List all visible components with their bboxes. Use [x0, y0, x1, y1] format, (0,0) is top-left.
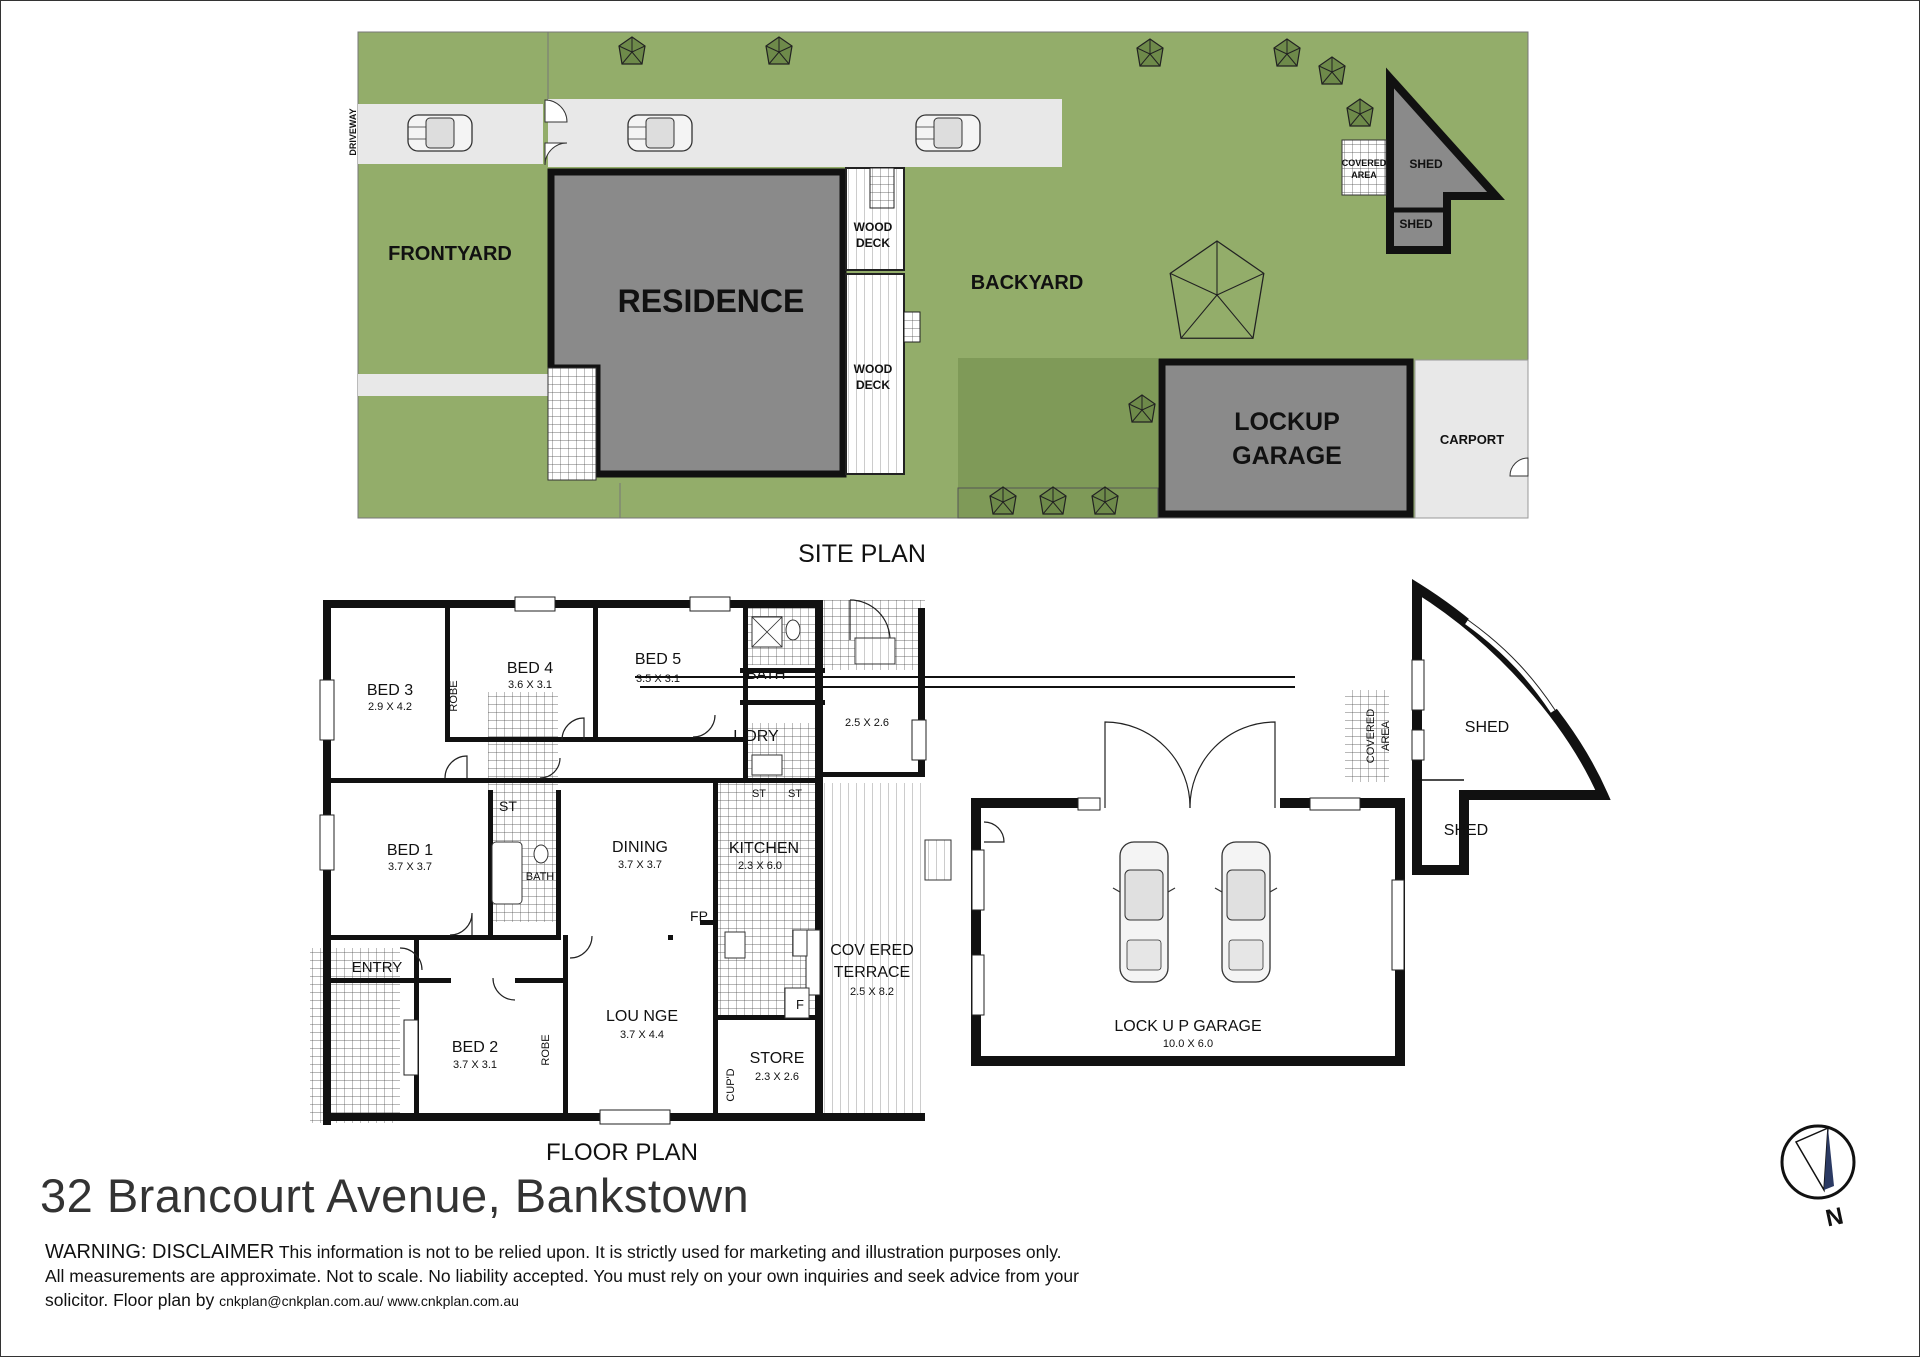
floor-plan: BED 3 2.9 X 4.2 BED 4 3.6 X 3.1 BED 5 3.… [310, 578, 1611, 1166]
terrace-name-1: COV ERED [830, 942, 914, 959]
frontyard-label: FRONTYARD [388, 243, 512, 265]
bed3-dims: 2.9 X 4.2 [368, 701, 412, 713]
shed-label-2: SHED [1399, 217, 1433, 231]
wood-deck-1-label: WOOD [854, 220, 893, 234]
bath2-name: BATH [526, 871, 555, 883]
store-dims: 2.3 X 2.6 [755, 1071, 799, 1083]
disclaimer-credit: cnkplan@cnkplan.com.au/ www.cnkplan.com.… [219, 1293, 519, 1309]
wood-deck-2b-label: DECK [856, 378, 890, 392]
cupd-name: CUP'D [725, 1068, 737, 1101]
st1-name: ST [499, 798, 517, 814]
disclaimer-line-3: solicitor. Floor plan by [45, 1290, 220, 1310]
bed5-name: BED 5 [635, 651, 681, 668]
site-plan-title: SITE PLAN [798, 540, 926, 568]
dining-name: DINING [612, 839, 668, 856]
floor-plan-title: FLOOR PLAN [546, 1139, 698, 1166]
terrace-boards [823, 783, 925, 1113]
bed2-dims: 3.7 X 3.1 [453, 1059, 497, 1071]
robe2-name: ROBE [540, 1034, 552, 1065]
store-name: STORE [750, 1050, 805, 1067]
backyard-label: BACKYARD [971, 272, 1084, 294]
disclaimer-line-2: All measurements are approximate. Not to… [45, 1266, 1079, 1286]
fridge-name: F [796, 997, 804, 1012]
bed4-dims: 3.6 X 3.1 [508, 679, 552, 691]
doors [399, 599, 891, 1001]
bed3-name: BED 3 [367, 682, 413, 699]
rear-room-dims: 2.5 X 2.6 [845, 717, 889, 729]
site-plan: DRIVEWAY FRONTYARD RESIDENCE WOOD DECK W… [348, 31, 1529, 568]
dining-dims: 3.7 X 3.7 [618, 859, 662, 871]
lockup-label-2: GARAGE [1232, 442, 1342, 470]
st2-name: ST [752, 788, 766, 800]
laundry-name: L'DRY [733, 728, 779, 745]
bed4-name: BED 4 [507, 660, 553, 677]
disclaimer-heading: WARNING: DISCLAIMER [45, 1241, 275, 1263]
bed2-name: BED 2 [452, 1039, 498, 1056]
bed1-name: BED 1 [387, 842, 433, 859]
covered-area-name-1: COVERED [1365, 709, 1377, 763]
lockup-label-1: LOCKUP [1234, 408, 1340, 436]
fp-name: FP [690, 908, 708, 924]
side-path [358, 374, 548, 396]
property-address: 32 Brancourt Avenue, Bankstown [40, 1169, 750, 1222]
carport-area [1414, 359, 1529, 519]
robe1-name: ROBE [448, 680, 460, 711]
windows [319, 596, 927, 1125]
bed1-dims: 3.7 X 3.7 [388, 861, 432, 873]
lounge-dims: 3.7 X 4.4 [620, 1029, 664, 1041]
covered-area-name-2: AREA [1380, 720, 1392, 751]
shed-label-1: SHED [1409, 157, 1443, 171]
driveway-rear [548, 99, 1062, 167]
kitchen-name: KITCHEN [729, 840, 799, 857]
garage-name: LOCK U P GARAGE [1114, 1018, 1261, 1035]
bed5-dims: 3.5 X 3.1 [636, 673, 680, 685]
covered-area-label-1: COVERED [1342, 158, 1387, 168]
compass-north-label: N [1823, 1202, 1846, 1232]
lounge-name: LOU NGE [606, 1008, 678, 1025]
shed-building [1386, 67, 1505, 254]
garage-dims: 10.0 X 6.0 [1163, 1038, 1213, 1050]
wood-deck-2-label: WOOD [854, 362, 893, 376]
disclaimer-line-1: This information is not to be relied upo… [278, 1242, 1062, 1262]
compass: N [1780, 1124, 1856, 1232]
carport-label: CARPORT [1440, 432, 1504, 447]
covered-area-label-2: AREA [1351, 170, 1377, 180]
st3-name: ST [788, 788, 802, 800]
terrace-dims: 2.5 X 8.2 [850, 986, 894, 998]
driveway-label: DRIVEWAY [348, 108, 358, 155]
wood-deck-1b-label: DECK [856, 236, 890, 250]
shed-a-name: SHED [1465, 719, 1509, 736]
sheds-plan [1411, 578, 1611, 875]
large-tree-icon [1169, 240, 1265, 339]
residence-label: RESIDENCE [618, 283, 805, 319]
disclaimer: WARNING: DISCLAIMER This information is … [45, 1240, 1245, 1313]
bath1-name: BATH [747, 666, 786, 683]
entry-name: ENTRY [352, 959, 403, 976]
shed-b-name: SHED [1444, 822, 1488, 839]
garage-plan [971, 721, 1405, 1066]
kitchen-dims: 2.3 X 6.0 [738, 860, 782, 872]
lockup-garage-building [1158, 358, 1414, 518]
terrace-name-2: TERRACE [834, 964, 910, 981]
